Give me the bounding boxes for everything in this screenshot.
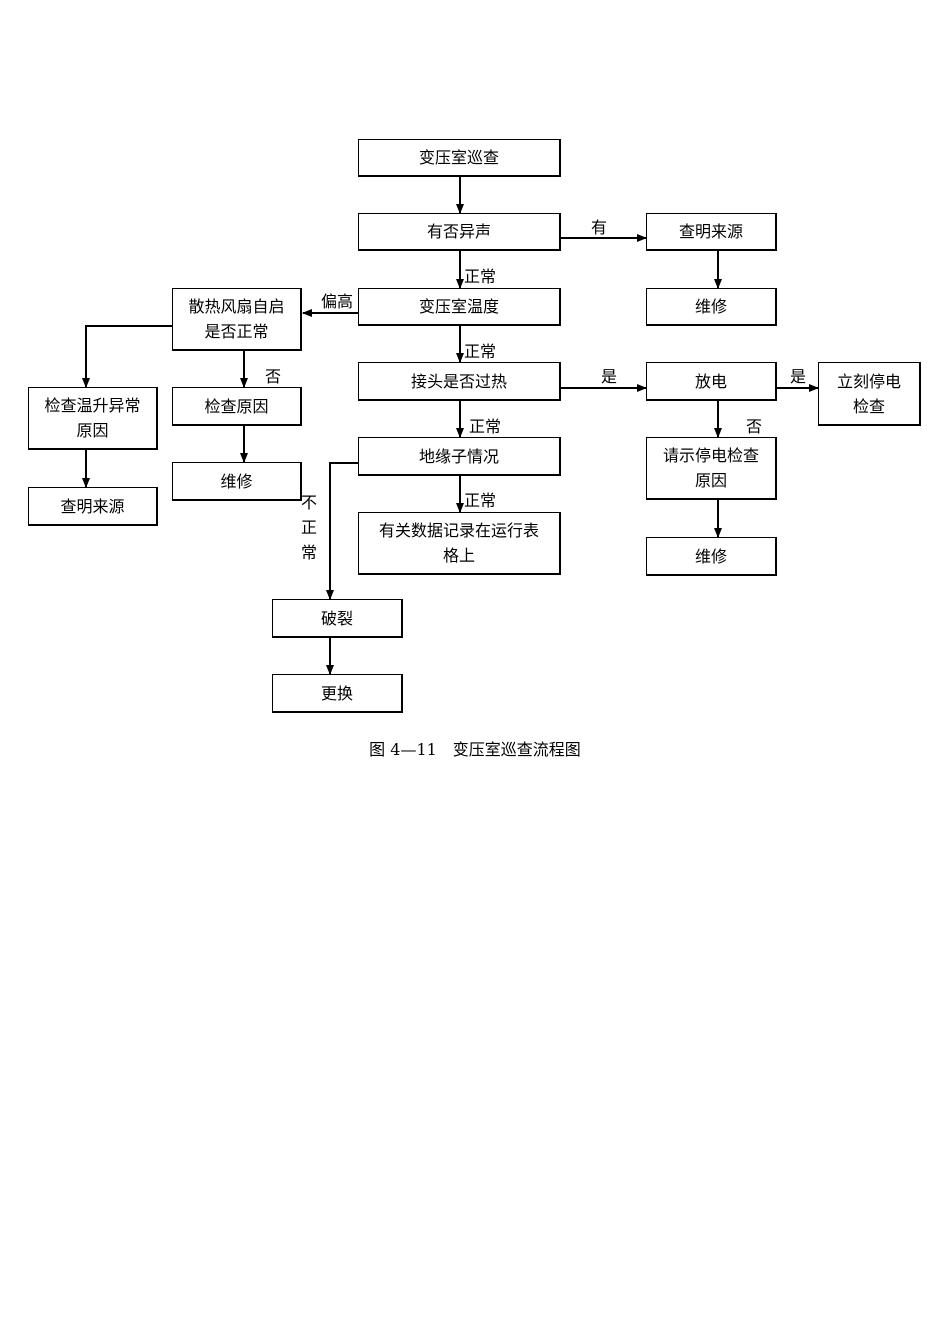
node-request-line1: 请示停电检查 bbox=[662, 446, 759, 465]
node-fan: 散热风扇自启 是否正常 bbox=[172, 288, 302, 351]
node-find-source-right-label: 查明来源 bbox=[678, 222, 743, 241]
edge-label-yes-joint: 是 bbox=[601, 367, 618, 386]
arrow-fan-to-check-rise bbox=[82, 325, 172, 388]
node-request: 请示停电检查 原因 bbox=[646, 437, 777, 500]
edge-label-normal-2: 正常 bbox=[464, 342, 497, 361]
node-replace: 更换 bbox=[272, 674, 403, 713]
node-record-line2: 格上 bbox=[442, 546, 475, 565]
node-crack-label: 破裂 bbox=[320, 608, 353, 628]
node-temperature: 变压室温度 bbox=[358, 288, 561, 326]
edge-label-has: 有 bbox=[591, 218, 608, 237]
edge-label-normal-4: 正常 bbox=[464, 491, 497, 510]
node-insulator: 地缘子情况 bbox=[358, 437, 561, 476]
node-discharge-label: 放电 bbox=[694, 371, 727, 391]
node-inspect: 变压室巡查 bbox=[358, 139, 561, 177]
node-noise-label: 有否异声 bbox=[426, 222, 491, 241]
node-fan-line2: 是否正常 bbox=[204, 322, 269, 341]
node-temperature-label: 变压室温度 bbox=[418, 297, 499, 316]
node-check-rise: 检查温升异常 原因 bbox=[28, 387, 158, 450]
node-joint: 接头是否过热 bbox=[358, 362, 561, 401]
node-insulator-label: 地缘子情况 bbox=[418, 446, 499, 466]
node-record: 有关数据记录在运行表 格上 bbox=[358, 512, 561, 575]
edge-label-abnormal-2: 正 bbox=[300, 518, 317, 537]
node-stop-line2: 检查 bbox=[852, 396, 885, 416]
node-repair-right-bottom-label: 维修 bbox=[694, 546, 727, 566]
edge-label-no-fan: 否 bbox=[265, 367, 282, 386]
node-check-cause-label: 检查原因 bbox=[204, 396, 269, 416]
node-find-source-left-label: 查明来源 bbox=[60, 496, 125, 516]
node-replace-label: 更换 bbox=[320, 683, 353, 703]
node-stop: 立刻停电 检查 bbox=[818, 362, 921, 426]
node-record-line1: 有关数据记录在运行表 bbox=[378, 521, 539, 540]
node-find-source-right: 查明来源 bbox=[646, 213, 777, 251]
node-request-line2: 原因 bbox=[694, 471, 727, 490]
node-noise: 有否异声 bbox=[358, 213, 561, 251]
edge-label-normal-3: 正常 bbox=[469, 417, 502, 436]
node-discharge: 放电 bbox=[646, 362, 777, 401]
edge-label-high: 偏高 bbox=[321, 292, 354, 311]
node-check-cause: 检查原因 bbox=[172, 387, 302, 426]
node-inspect-label: 变压室巡查 bbox=[418, 148, 499, 167]
arrow-insulator-to-crack bbox=[326, 462, 359, 600]
node-fan-line1: 散热风扇自启 bbox=[188, 297, 285, 316]
node-repair-left-label: 维修 bbox=[220, 471, 253, 491]
node-joint-label: 接头是否过热 bbox=[410, 371, 507, 391]
edge-label-yes-discharge: 是 bbox=[790, 367, 807, 386]
node-stop-line1: 立刻停电 bbox=[836, 371, 901, 391]
node-find-source-left: 查明来源 bbox=[28, 487, 158, 526]
edge-label-no-discharge: 否 bbox=[746, 417, 763, 436]
edge-label-abnormal-3: 常 bbox=[300, 543, 317, 562]
node-repair-right-top-label: 维修 bbox=[694, 297, 727, 316]
node-check-rise-line2: 原因 bbox=[76, 421, 109, 440]
edge-label-abnormal-1: 不 bbox=[300, 493, 317, 512]
node-repair-left: 维修 bbox=[172, 462, 302, 501]
node-repair-right-bottom: 维修 bbox=[646, 537, 777, 576]
node-repair-right-top: 维修 bbox=[646, 288, 777, 326]
figure-caption: 图 4—11 变压室巡查流程图 bbox=[369, 740, 581, 759]
edge-label-normal-1: 正常 bbox=[464, 267, 497, 286]
node-crack: 破裂 bbox=[272, 599, 403, 638]
node-check-rise-line1: 检查温升异常 bbox=[44, 396, 141, 415]
